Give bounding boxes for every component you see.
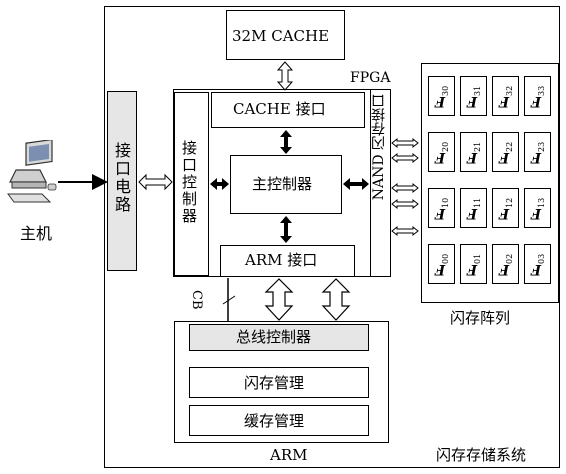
- db-arrow: [323, 279, 349, 320]
- cb-slash: [223, 296, 235, 304]
- circuit-controller-arrow: [139, 175, 172, 189]
- nand-array-arrows: [392, 139, 418, 235]
- main-controller-arrows: [210, 130, 369, 243]
- ab-arrow: [266, 279, 292, 320]
- cache-link-arrow: [278, 62, 292, 90]
